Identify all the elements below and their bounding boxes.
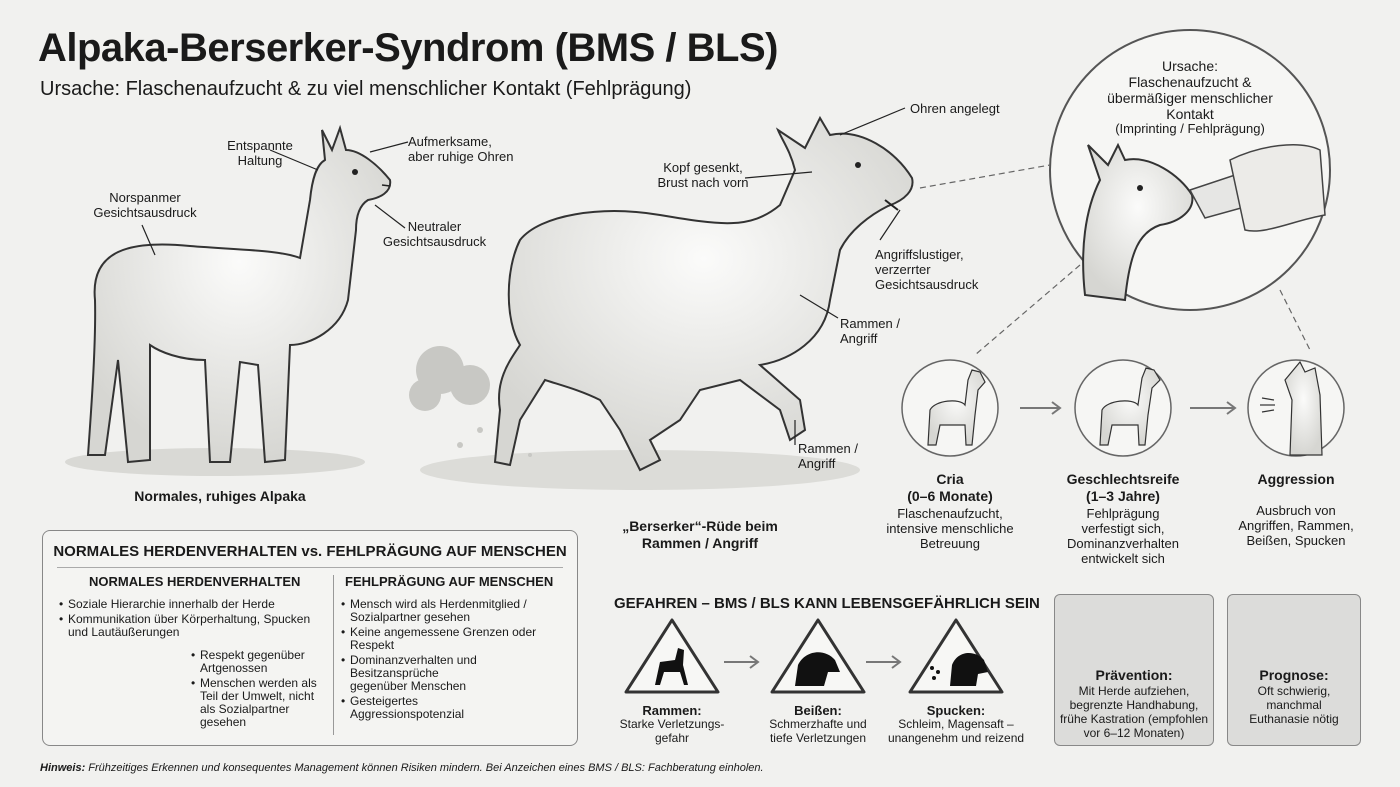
- label-ramming-1: Rammen / Angriff: [840, 316, 900, 346]
- prognosis-card: Prognose: Oft schwierig, manchmal Euthan…: [1227, 594, 1361, 746]
- label-aggressive-face: Angriffslustiger, verzerrter Gesichtsaus…: [875, 247, 979, 292]
- danger-biting-text: Schmerzhafte und tiefe Verletzungen: [769, 717, 867, 745]
- timeline-cria-text: Flaschenaufzucht, intensive menschliche …: [886, 506, 1014, 551]
- timeline-illustration: [901, 359, 1345, 457]
- danger-ramming-name: Rammen:: [642, 703, 702, 718]
- footer-note: Hinweis: Frühzeitiges Erkennen und konse…: [40, 762, 764, 774]
- prognosis-text: Oft schwierig, manchmal Euthanasie nötig: [1249, 684, 1339, 726]
- normal-herd-list: Soziale Hierarchie innerhalb der Herde K…: [59, 598, 329, 641]
- danger-ramming-text: Starke Verletzungs- gefahr: [619, 717, 725, 745]
- label-face-expression: Norspanmer Gesichtsausdruck: [93, 190, 197, 220]
- prognosis-heading: Prognose:: [1259, 667, 1329, 683]
- comparison-panel: NORMALES HERDENVERHALTEN vs. FEHLPRÄGUNG…: [42, 530, 578, 746]
- normal-herd-heading: NORMALES HERDENVERHALTEN: [89, 574, 301, 589]
- prevention-text: Mit Herde aufziehen, begrenzte Handhabun…: [1059, 684, 1209, 740]
- list-item: Gesteigertes Aggressionspotenzial: [341, 695, 471, 721]
- dangers-title: GEFAHREN – BMS / BLS KANN LEBENSGEFÄHRLI…: [614, 595, 1040, 612]
- comparison-divider: [57, 567, 563, 568]
- cause-text: Ursache: Flaschenaufzucht & übermäßiger …: [1107, 58, 1273, 122]
- label-relaxed-posture: Entspannte Haltung: [227, 138, 293, 168]
- timeline-cria-title: Cria (0–6 Monate): [907, 471, 993, 504]
- timeline-maturity-title: Geschlechtsreife (1–3 Jahre): [1066, 471, 1180, 504]
- danger-spitting-name: Spucken:: [926, 703, 986, 718]
- page-title: Alpaka-Berserker-Syndrom (BMS / BLS): [38, 26, 778, 70]
- normal-alpaca-caption: Normales, ruhiges Alpaka: [134, 488, 306, 504]
- list-item: Kommunikation über Körperhaltung, Spucke…: [59, 613, 329, 639]
- danger-biting-name: Beißen:: [794, 703, 842, 718]
- comparison-title: NORMALES HERDENVERHALTEN vs. FEHLPRÄGUNG…: [53, 543, 567, 560]
- label-ears-back: Ohren angelegt: [910, 101, 1000, 116]
- list-item: Menschen werden als Teil der Umwelt, nic…: [191, 677, 331, 729]
- normal-herd-list-continued: Respekt gegenüber Artgenossen Menschen w…: [191, 649, 331, 731]
- label-alert-ears: Aufmerksame, aber ruhige Ohren: [408, 134, 514, 164]
- label-ramming-2: Rammen / Angriff: [798, 441, 858, 471]
- timeline-aggression-title: Aggression: [1257, 471, 1335, 487]
- list-item: Respekt gegenüber Artgenossen: [191, 649, 331, 675]
- imprinting-heading: FEHLPRÄGUNG AUF MENSCHEN: [345, 574, 554, 589]
- imprinting-list: Mensch wird als Herdenmitglied / Sozialp…: [341, 598, 573, 723]
- note-text: Frühzeitiges Erkennen und konsequentes M…: [85, 762, 764, 774]
- berserker-alpaca-illustration: [409, 107, 914, 490]
- danger-spitting-text: Schleim, Magensaft – unangenehm und reiz…: [887, 717, 1025, 745]
- label-neutral-face: Neutraler Gesichtsausdruck: [382, 219, 487, 249]
- list-item: Mensch wird als Herdenmitglied / Sozialp…: [341, 598, 573, 624]
- timeline-maturity-text: Fehlprägung verfestigt sich, Dominanzver…: [1066, 506, 1179, 566]
- cause-subtext: (Imprinting / Fehlprägung): [1115, 121, 1265, 136]
- berserker-caption: „Berserker“-Rüde beim Rammen / Angriff: [622, 518, 778, 551]
- prevention-card: Prävention: Mit Herde aufziehen, begrenz…: [1054, 594, 1214, 746]
- list-item: Keine angemessene Grenzen oder Respekt: [341, 626, 573, 652]
- danger-triangles: [624, 618, 1004, 694]
- note-label: Hinweis:: [40, 762, 86, 774]
- comparison-column-divider: [333, 575, 334, 735]
- page-subtitle: Ursache: Flaschenaufzucht & zu viel mens…: [40, 78, 692, 100]
- normal-alpaca-illustration: [65, 124, 409, 476]
- label-head-down: Kopf gesenkt, Brust nach vorn: [657, 160, 749, 190]
- list-item: Soziale Hierarchie innerhalb der Herde: [59, 598, 329, 612]
- prevention-heading: Prävention:: [1095, 667, 1173, 683]
- timeline-aggression-text: Ausbruch von Angriffen, Rammen, Beißen, …: [1238, 503, 1354, 548]
- cause-circle-illustration: [919, 29, 1331, 356]
- list-item: Dominanzverhalten und Besitzansprüche ge…: [341, 654, 491, 693]
